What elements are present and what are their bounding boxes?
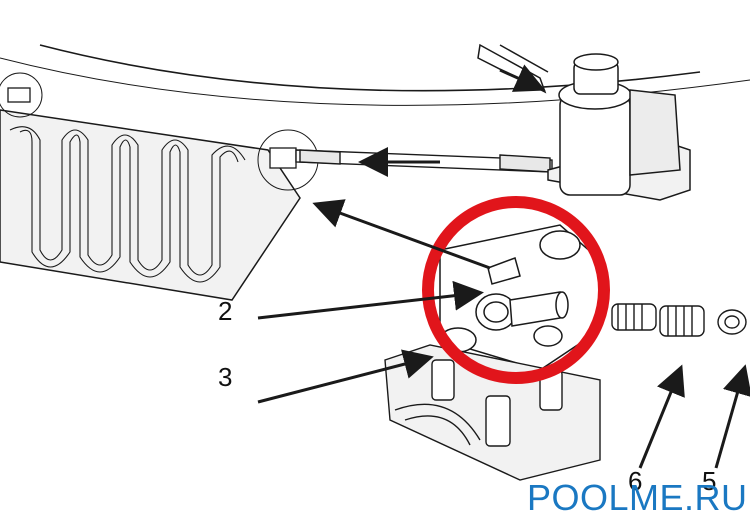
solar-panel <box>0 72 319 301</box>
callout-5: 5 <box>702 466 717 496</box>
watermark: POOLME.RU <box>527 477 748 518</box>
hose-adapter-6 <box>611 303 705 337</box>
filter-pump <box>477 43 691 201</box>
hose-clamp-5 <box>717 309 747 335</box>
callout-2: 2 <box>218 296 233 326</box>
arrow-icon <box>257 64 750 469</box>
callout-6: 6 <box>628 466 643 496</box>
circle-highlight-icon <box>422 196 610 384</box>
connector-assembly <box>439 224 601 371</box>
callout-3: 3 <box>218 362 233 392</box>
